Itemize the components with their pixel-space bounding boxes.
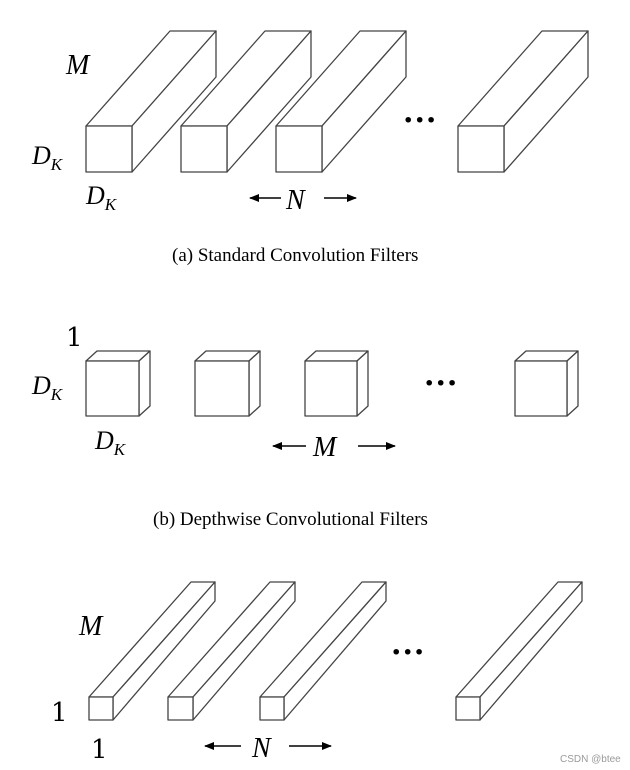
panel-b: 1 DK DK M ··· (b) Depthwise Convolutiona… <box>31 323 579 530</box>
width-label: DK <box>85 181 118 214</box>
depthwise-filter-m <box>514 350 579 417</box>
caption-b: (b) Depthwise Convolutional Filters <box>153 509 428 530</box>
panel-c: M 1 1 N ··· <box>51 581 583 765</box>
height-label: DK <box>31 371 64 404</box>
caption-a: (a) Standard Convolution Filters <box>172 245 418 266</box>
depthwise-filter-1 <box>85 350 151 417</box>
pointwise-filter-2 <box>167 581 296 721</box>
ellipsis: ··· <box>403 103 437 138</box>
width-label: 1 <box>91 735 108 765</box>
depth-label: 1 <box>66 323 83 353</box>
standard-filter-2 <box>180 30 312 173</box>
pointwise-filter-1 <box>88 581 216 721</box>
width-label: DK <box>94 426 127 459</box>
panel-a: M DK DK N ··· (a) Standard Convolution F… <box>31 30 589 266</box>
count-label: M <box>312 432 338 463</box>
watermark: CSDN @btee <box>560 754 621 765</box>
count-label: N <box>285 185 306 216</box>
depthwise-filter-3 <box>304 350 369 417</box>
standard-filter-1 <box>85 30 217 173</box>
height-label: DK <box>31 141 64 174</box>
ellipsis: ··· <box>424 366 458 401</box>
pointwise-filter-3 <box>259 581 387 721</box>
pointwise-filter-n <box>455 581 583 721</box>
ellipsis: ··· <box>391 635 425 670</box>
count-label: N <box>251 733 272 764</box>
depth-label: M <box>78 611 104 642</box>
depthwise-filter-2 <box>194 350 261 417</box>
standard-filter-3 <box>275 30 407 173</box>
depth-label: M <box>65 50 91 81</box>
standard-filter-n <box>457 30 589 173</box>
height-label: 1 <box>51 698 68 728</box>
